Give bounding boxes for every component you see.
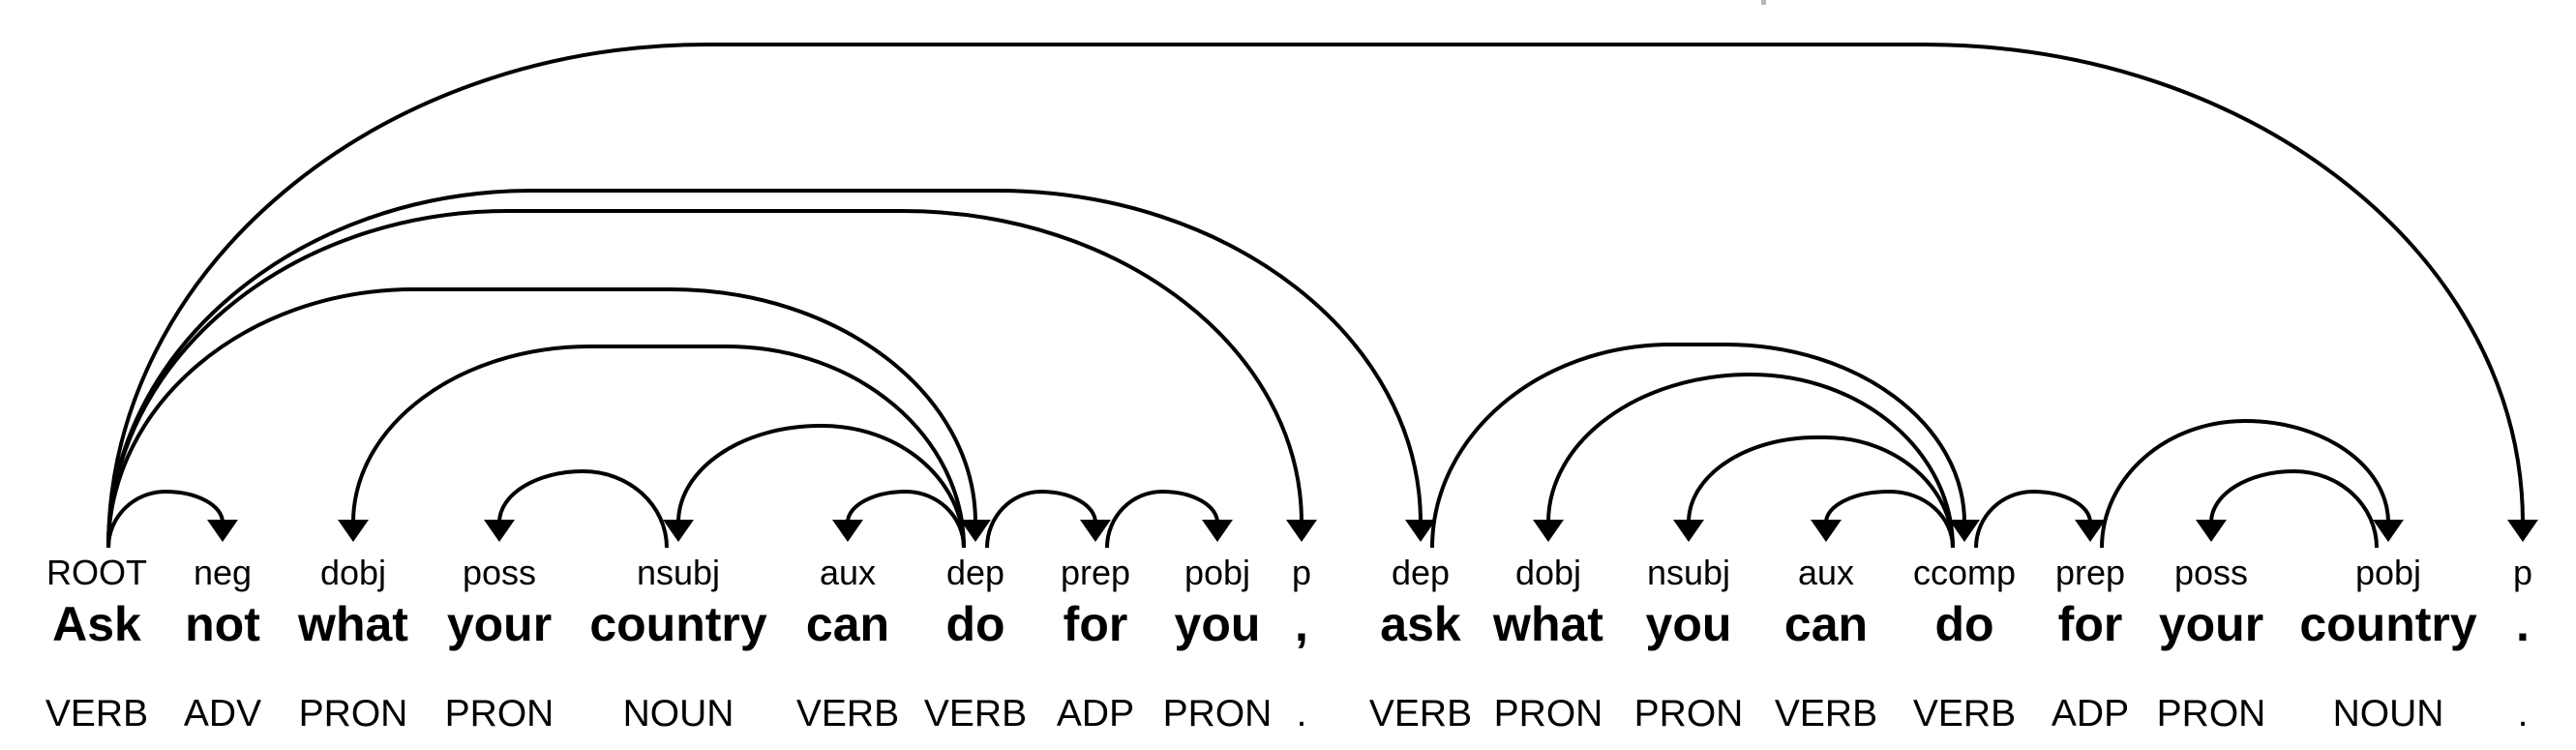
dependency-arc-prep bbox=[985, 489, 1097, 549]
pos-tag: . bbox=[2518, 693, 2529, 735]
dep-label: p bbox=[1292, 553, 1311, 592]
pos-tag: ADP bbox=[1057, 693, 1134, 735]
token-word: Ask bbox=[52, 597, 141, 651]
dep-label: p bbox=[2513, 553, 2532, 592]
arrowhead bbox=[484, 520, 515, 542]
pos-tag: VERB bbox=[1369, 693, 1472, 735]
dep-label: dobj bbox=[320, 553, 386, 592]
pos-tag: PRON bbox=[1634, 693, 1744, 735]
dependency-arc-poss bbox=[2209, 468, 2379, 549]
dependency-arc-p bbox=[106, 43, 2525, 549]
arrowhead bbox=[1673, 520, 1704, 542]
arrowheads-layer bbox=[207, 520, 2538, 542]
token-word: can bbox=[806, 597, 889, 651]
dep-label: dep bbox=[946, 553, 1004, 592]
pos-tag: . bbox=[1297, 693, 1307, 735]
pos-tag: VERB bbox=[1913, 693, 2016, 735]
pos-tag: VERB bbox=[924, 693, 1027, 735]
arrowhead bbox=[1811, 520, 1842, 542]
dependency-arc-pobj bbox=[1105, 489, 1219, 549]
token-word: your bbox=[2159, 597, 2263, 651]
pos-tag: PRON bbox=[1163, 693, 1273, 735]
dependency-arc-nsubj bbox=[676, 424, 966, 549]
arrowhead bbox=[2075, 520, 2106, 542]
dep-label: aux bbox=[820, 553, 876, 592]
arcs-layer bbox=[106, 43, 2525, 549]
token-word: your bbox=[447, 597, 552, 651]
pos-tag: VERB bbox=[796, 693, 899, 735]
arrowhead bbox=[2507, 520, 2538, 542]
pos-tag: NOUN bbox=[623, 693, 734, 735]
dependency-arc-dep bbox=[106, 287, 977, 549]
dependency-arc-dobj bbox=[1546, 372, 1955, 549]
dependency-arc-nsubj bbox=[1687, 435, 1955, 549]
pos-tag: PRON bbox=[445, 693, 554, 735]
stray-mark bbox=[1761, 0, 1766, 5]
dep-label: ccomp bbox=[1913, 553, 2016, 592]
dependency-arc-p bbox=[106, 209, 1303, 549]
pos-tag: VERB bbox=[45, 693, 148, 735]
dep-label: neg bbox=[194, 553, 252, 592]
token-word: you bbox=[1646, 597, 1732, 651]
pos-tag: PRON bbox=[2157, 693, 2266, 735]
dep-label: aux bbox=[1798, 553, 1854, 592]
dep-label: poss bbox=[2174, 553, 2248, 592]
arrowhead bbox=[832, 520, 863, 542]
pos-tag: ADP bbox=[2052, 693, 2129, 735]
dep-label: ROOT bbox=[46, 553, 147, 592]
dependency-arc-dep bbox=[106, 189, 1423, 549]
pos-tag: PRON bbox=[299, 693, 408, 735]
arrowhead bbox=[1202, 520, 1233, 542]
token-word: do bbox=[945, 597, 1004, 651]
dep-label: pobj bbox=[1184, 553, 1250, 592]
arrowhead bbox=[338, 520, 369, 542]
dep-label: poss bbox=[463, 553, 536, 592]
dependency-arc-aux bbox=[1824, 490, 1955, 549]
dependency-arc-dobj bbox=[351, 345, 966, 549]
token-word: can bbox=[1784, 597, 1868, 651]
arrowhead bbox=[1405, 520, 1436, 542]
arrowhead bbox=[1286, 520, 1317, 542]
token-word: what bbox=[297, 597, 408, 651]
dep-label: prep bbox=[2055, 553, 2125, 592]
arrowhead bbox=[2196, 520, 2227, 542]
token-word: country bbox=[2299, 597, 2477, 651]
dep-label: dep bbox=[1392, 553, 1450, 592]
arrowhead bbox=[663, 520, 694, 542]
dep-label: pobj bbox=[2355, 553, 2421, 592]
token-word: do bbox=[1934, 597, 1993, 651]
arrowhead bbox=[1949, 520, 1980, 542]
arrowhead bbox=[207, 520, 238, 542]
pos-tag: NOUN bbox=[2333, 693, 2444, 735]
dependency-arc-neg bbox=[106, 489, 225, 549]
dep-label: prep bbox=[1061, 553, 1130, 592]
token-word: not bbox=[185, 597, 260, 651]
token-word: country bbox=[589, 597, 767, 651]
dependency-arc-aux bbox=[846, 489, 966, 549]
pos-tag: VERB bbox=[1775, 693, 1877, 735]
dependency-arc-poss bbox=[497, 468, 669, 549]
arrowhead bbox=[1533, 520, 1564, 542]
pos-tag: ADV bbox=[184, 693, 261, 735]
token-word: for bbox=[1063, 597, 1128, 651]
dependency-arc-pobj bbox=[2100, 418, 2390, 549]
arrowhead bbox=[960, 520, 991, 542]
arrowhead bbox=[2373, 520, 2404, 542]
pos-tag: PRON bbox=[1494, 693, 1603, 735]
token-word: you bbox=[1175, 597, 1261, 651]
arrowhead bbox=[1080, 520, 1111, 542]
dep-label: dobj bbox=[1515, 553, 1581, 592]
token-word: what bbox=[1492, 597, 1603, 651]
token-word: ask bbox=[1380, 597, 1461, 651]
dep-label: nsubj bbox=[637, 553, 720, 592]
token-word: , bbox=[1295, 597, 1308, 651]
token-word: . bbox=[2516, 597, 2530, 651]
dependency-arc-ccomp bbox=[1430, 343, 1966, 549]
token-word: for bbox=[2058, 597, 2123, 651]
dependency-arc-prep bbox=[1974, 489, 2092, 549]
dep-label: nsubj bbox=[1647, 553, 1730, 592]
